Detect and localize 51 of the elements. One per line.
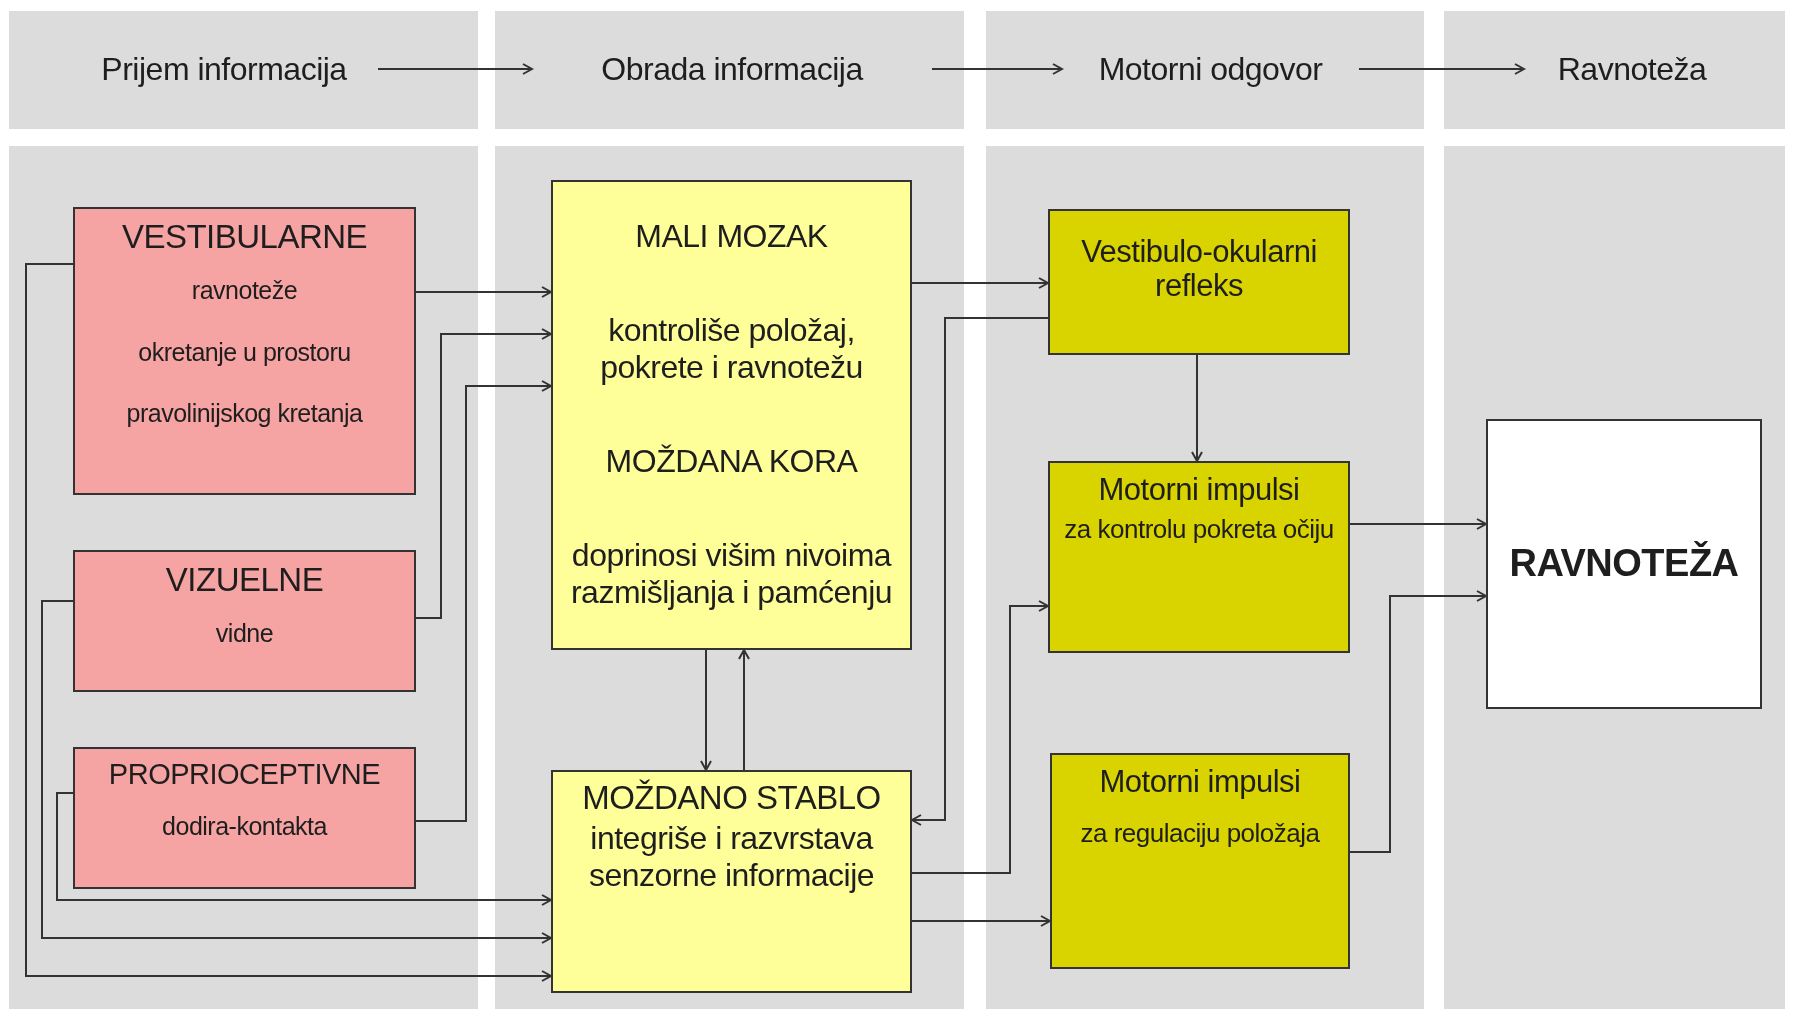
arrow xyxy=(911,277,1049,289)
arrow xyxy=(700,649,712,771)
process-box xyxy=(73,747,416,889)
box-text: dodira-kontakta xyxy=(162,810,327,842)
arrow xyxy=(56,792,552,906)
box-heading: Vestibulo-okularni refleks xyxy=(1080,235,1318,304)
process-box xyxy=(551,770,912,993)
arrow xyxy=(377,63,533,75)
box-text: za regulaciju položaja xyxy=(1080,819,1320,848)
arrow xyxy=(25,263,552,982)
arrow xyxy=(931,63,1063,75)
stage-heading: Obrada informacija xyxy=(601,50,863,88)
box-heading: PROPRIOCEPTIVNE xyxy=(108,759,381,791)
process-box xyxy=(551,180,912,650)
box-heading: VESTIBULARNE xyxy=(121,219,368,256)
arrow xyxy=(738,649,750,771)
arrow xyxy=(1358,63,1525,75)
arrow xyxy=(1349,518,1487,530)
arrow xyxy=(415,286,552,298)
box-heading: Motorni impulsi xyxy=(1098,473,1300,508)
process-box xyxy=(73,207,416,495)
box-text: pravolinijskog kretanja xyxy=(126,397,363,429)
box-text: vidne xyxy=(215,618,274,650)
box-heading: VIZUELNE xyxy=(165,562,324,599)
process-box xyxy=(1048,209,1350,355)
box-text: integriše i razvrstava senzorne informacije xyxy=(587,820,876,894)
stage-heading: Ravnoteža xyxy=(1557,50,1707,88)
box-text: doprinosi višim nivoima razmišljanja i pamćenju xyxy=(569,537,894,611)
arrow xyxy=(911,317,1049,826)
stage-heading: Motorni odgovor xyxy=(1098,50,1323,88)
arrow xyxy=(1349,590,1487,853)
box-heading: MOŽDANO STABLO xyxy=(582,780,881,817)
result-box xyxy=(1486,419,1762,709)
box-text: ravnoteže xyxy=(191,275,298,307)
box-text: kontroliše položaj, pokrete i ravnotežu xyxy=(599,312,864,386)
box-heading: Motorni impulsi xyxy=(1099,765,1301,800)
box-text: okretanje u prostoru xyxy=(138,336,351,368)
stage-heading: Prijem informacija xyxy=(101,50,347,88)
box-heading: MALI MOZAK xyxy=(635,219,828,255)
arrow xyxy=(415,328,552,619)
process-box xyxy=(73,550,416,692)
box-heading: RAVNOTEŽA xyxy=(1509,543,1739,585)
arrow xyxy=(911,600,1049,874)
arrow xyxy=(1191,354,1203,462)
arrow xyxy=(911,915,1051,927)
arrow xyxy=(41,600,552,944)
arrow xyxy=(415,380,552,822)
box-text: za kontrolu pokreta očiju xyxy=(1064,515,1334,544)
process-box xyxy=(1050,753,1350,969)
process-box xyxy=(1048,461,1350,653)
box-heading: MOŽDANA KORA xyxy=(605,444,858,480)
